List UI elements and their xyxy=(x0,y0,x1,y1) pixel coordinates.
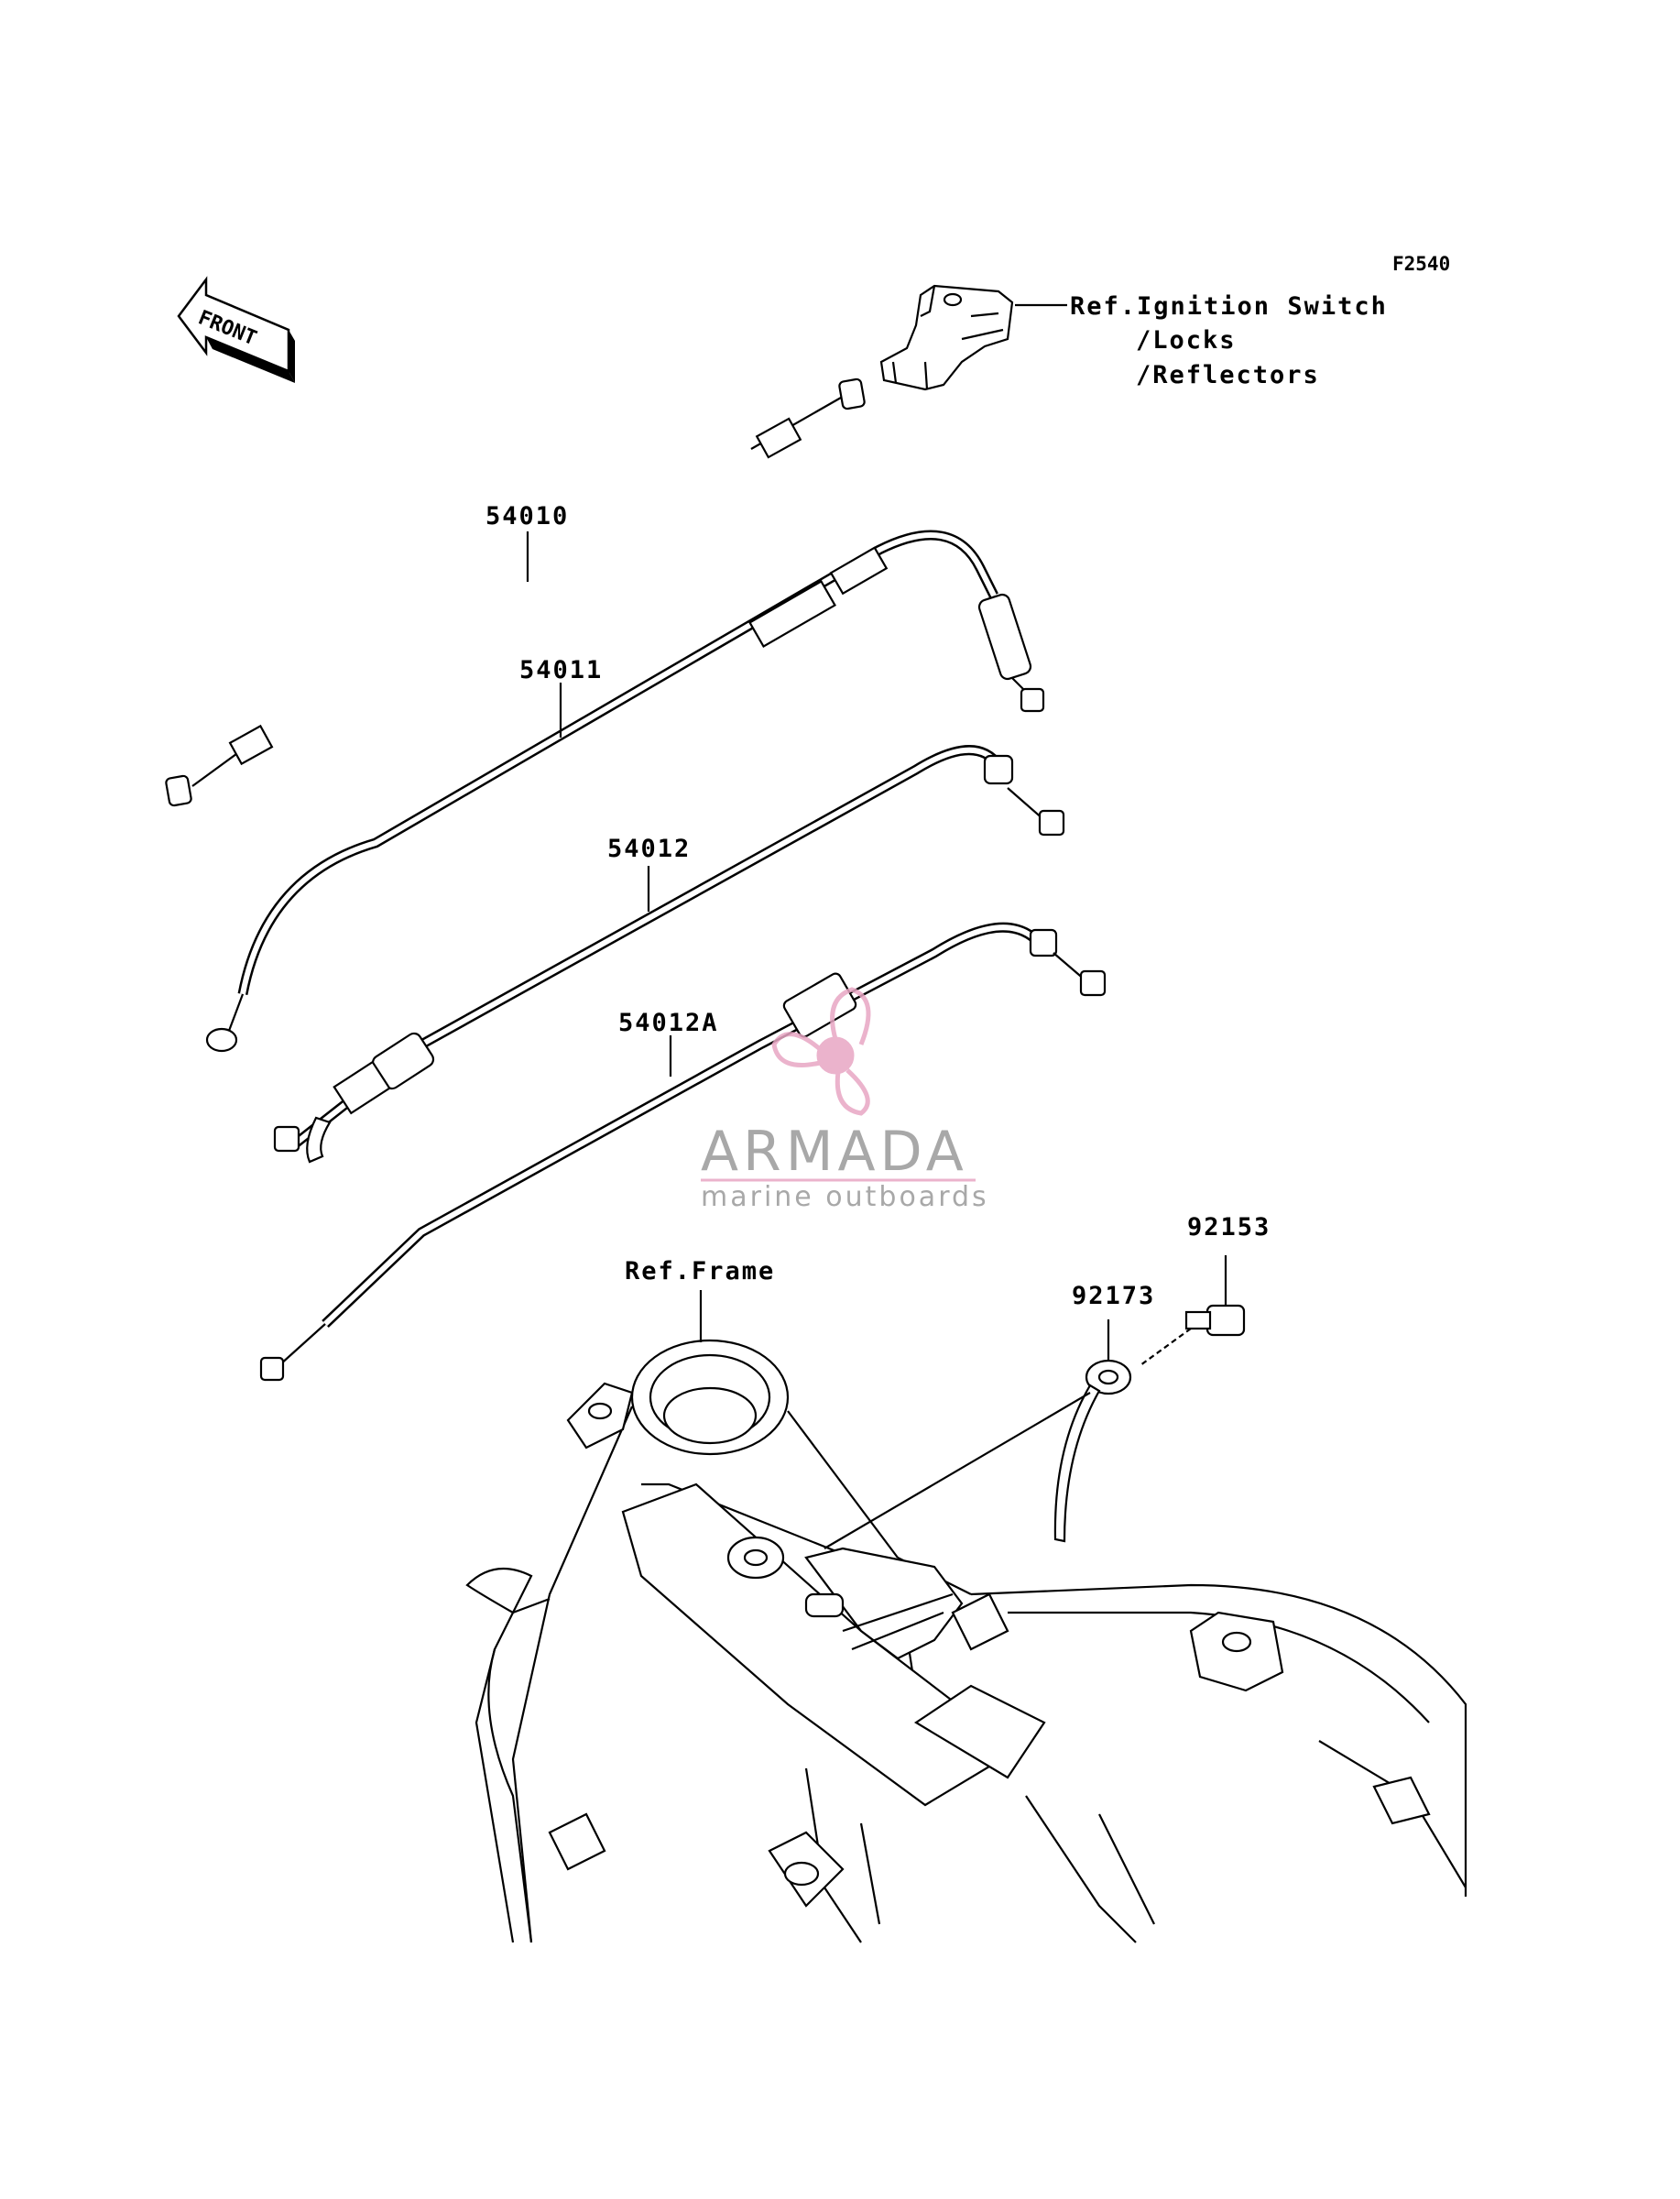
figure-id: F2540 xyxy=(1392,253,1450,275)
label-54012a: 54012A xyxy=(618,1009,719,1037)
ref-ignition-line1: Ref.Ignition Switch xyxy=(1070,292,1388,321)
label-54011: 54011 xyxy=(519,656,603,684)
clamp-92173 xyxy=(824,1319,1132,1549)
ref-frame-label: Ref.Frame xyxy=(625,1257,775,1285)
cable-54012 xyxy=(273,745,1065,1164)
watermark-tagline: marine outboards xyxy=(701,1181,989,1213)
armada-watermark: ARMADA marine outboards xyxy=(701,987,989,1213)
ref-ignition-line3: /Reflectors xyxy=(1136,361,1320,389)
label-54012: 54012 xyxy=(607,835,691,863)
bolt-92153 xyxy=(1140,1255,1246,1366)
front-arrow-icon: FRONT xyxy=(177,276,295,383)
cable-54010 xyxy=(165,377,866,807)
cable-54012a xyxy=(259,922,1107,1382)
cable-54011 xyxy=(205,530,1045,1053)
label-54010: 54010 xyxy=(485,502,569,531)
ref-ignition-line2: /Locks xyxy=(1136,326,1237,355)
ignition-switch-bracket xyxy=(879,284,1067,391)
frame xyxy=(465,1290,1467,1943)
watermark-brand: ARMADA xyxy=(701,1120,968,1184)
propeller-logo-icon xyxy=(771,987,871,1116)
label-92173: 92173 xyxy=(1072,1282,1155,1310)
label-92153: 92153 xyxy=(1187,1213,1271,1242)
